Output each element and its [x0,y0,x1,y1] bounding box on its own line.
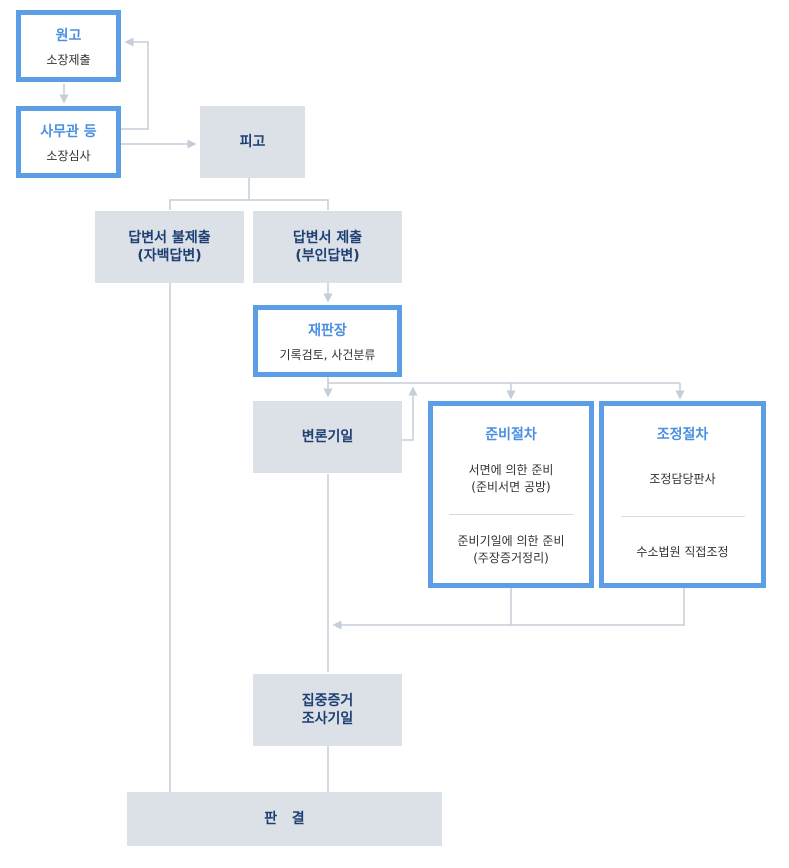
clerk-sub: 소장심사 [46,148,91,163]
judge-title: 재판장 [308,322,347,339]
plaintiff-sub: 소장제출 [46,52,91,67]
hearing-node: 변론기일 [253,401,402,473]
mediation-node: 조정절차 조정담당판사 수소법원 직접조정 [599,401,766,588]
plaintiff-node: 원고 소장제출 [16,10,121,82]
hearing-title: 변론기일 [301,429,354,445]
plaintiff-title: 원고 [55,27,82,44]
prep-title: 준비절차 [485,427,537,443]
verdict-title: 판 결 [264,811,305,827]
prep-item-2: 준비기일에 의한 준비 (주장증거정리) [457,534,565,565]
answer-node: 답변서 제출 (부인답변) [253,211,402,283]
defendant-title: 피고 [239,134,266,150]
clerk-title: 사무관 등 [40,123,97,140]
mediation-divider [620,516,745,517]
judge-node: 재판장 기록검토, 사건분류 [253,305,402,377]
no-answer-node: 답변서 불제출 (자백답변) [95,211,244,283]
no-answer-title: 답변서 불제출 (자백답변) [128,230,211,264]
mediation-item-1: 조정담당판사 [649,472,716,486]
verdict-node: 판 결 [127,792,442,846]
prep-divider [449,514,573,515]
defendant-node: 피고 [200,106,305,178]
mediation-item-2: 수소법원 직접조정 [636,545,729,559]
prep-node: 준비절차 서면에 의한 준비 (준비서면 공방) 준비기일에 의한 준비 (주장… [428,401,594,588]
answer-title: 답변서 제출 (부인답변) [292,230,363,264]
clerk-node: 사무관 등 소장심사 [16,106,121,178]
evidence-title: 집중증거 조사기일 [301,693,354,727]
evidence-node: 집중증거 조사기일 [253,674,402,746]
mediation-title: 조정절차 [656,427,709,443]
judge-sub: 기록검토, 사건분류 [279,347,376,362]
prep-item-1: 서면에 의한 준비 (준비서면 공방) [468,463,554,494]
